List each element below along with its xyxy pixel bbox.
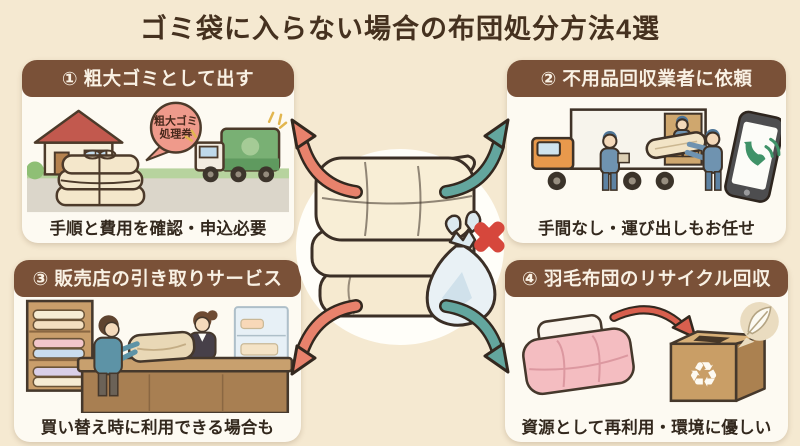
panel-2-illustration xyxy=(512,99,781,214)
phone-call-icon xyxy=(744,137,781,166)
panel-store-tradein: ③ 販売店の引き取りサービス xyxy=(14,260,301,442)
folded-futon-icon xyxy=(310,154,476,318)
sticker-label-line1: 粗大ゴミ xyxy=(154,114,198,128)
sticker-label-line2: 処理券 xyxy=(159,127,194,141)
x-mark xyxy=(474,221,505,253)
down-futon-icon xyxy=(522,313,635,396)
sticker-speech-bubble: 粗大ゴミ 処理券 xyxy=(145,101,202,162)
sparkle-icon xyxy=(184,111,288,142)
arrow-top-right-icon xyxy=(439,118,510,199)
panel-3-header: ③ 販売店の引き取りサービス xyxy=(14,260,301,297)
panel-4-illustration: ♻ xyxy=(510,299,783,413)
grass xyxy=(27,168,289,181)
feather-bubble xyxy=(738,302,779,348)
panel-4-header: ④ 羽毛布団のリサイクル回収 xyxy=(505,260,788,297)
trash-bag-icon xyxy=(425,210,497,327)
center-circle xyxy=(296,149,504,345)
customer-icon xyxy=(93,315,140,397)
page-title: ゴミ袋に入らない場合の布団処分方法4選 xyxy=(139,14,660,44)
worker-carrying-icon xyxy=(684,128,723,191)
panel-2-caption: 手間なし・運び出しもお任せ xyxy=(537,220,756,238)
panel-2-header: ② 不用品回収業者に依頼 xyxy=(507,60,786,97)
into-box-arrow-icon xyxy=(609,305,697,339)
panel-4-caption: 資源として再利用・環境に優しい xyxy=(521,419,772,437)
worker-clipboard-icon xyxy=(599,131,630,191)
bush-icon xyxy=(27,161,44,180)
panel-3-caption: 買い替え時に利用できる場合も xyxy=(40,419,275,437)
panel-3-illustration xyxy=(19,299,296,413)
tied-futon-bundle-icon xyxy=(55,149,146,207)
panel-collection-service: ② 不用品回収業者に依頼 xyxy=(507,60,786,243)
panel-1-header: ① 粗大ゴミとして出す xyxy=(22,60,294,97)
panel-bulky-garbage: ① 粗大ゴミとして出す xyxy=(22,60,294,243)
recycle-icon: ♻ xyxy=(688,357,719,395)
display-case-icon xyxy=(233,306,289,368)
recycle-box-icon: ♻ xyxy=(669,330,766,403)
handed-futon-icon xyxy=(127,330,196,363)
panel-down-recycling: ④ 羽毛布団のリサイクル回収 xyxy=(505,260,788,442)
arrow-top-left-icon xyxy=(290,118,363,199)
panel-1-caption: 手順と費用を確認・申込必要 xyxy=(49,220,267,238)
arrow-bottom-right-icon xyxy=(439,299,510,374)
smartphone-icon xyxy=(724,110,781,203)
panel-1-illustration: 粗大ゴミ 処理券 xyxy=(27,99,289,214)
arrow-bottom-left-icon xyxy=(290,299,363,376)
garbage-truck-icon xyxy=(184,111,288,183)
feather-icon xyxy=(746,306,772,336)
